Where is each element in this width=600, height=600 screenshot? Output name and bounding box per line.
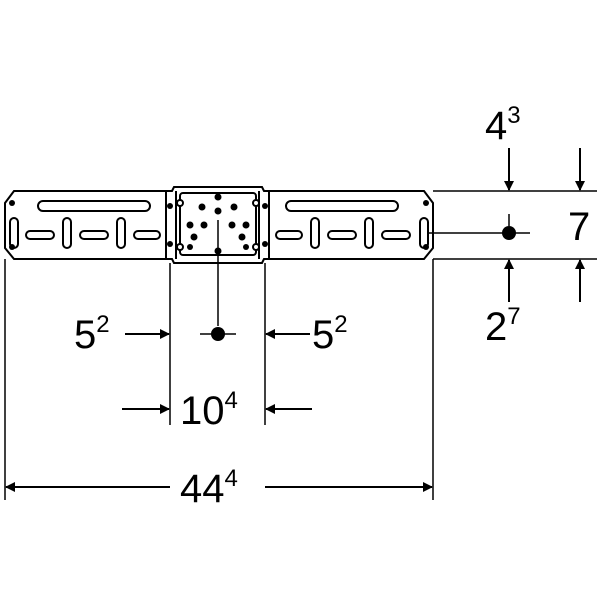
extension-lines <box>4 220 434 500</box>
left-slot-v1 <box>62 217 72 249</box>
right-slot-edge <box>419 217 429 249</box>
mounting-holes <box>9 193 429 255</box>
right-center-mark <box>502 226 516 240</box>
right-slot-v1 <box>310 217 320 249</box>
center-width-label: 104 <box>180 387 238 433</box>
overall-width-label: 444 <box>180 465 238 511</box>
hollow-holes <box>176 199 260 251</box>
mounting-plate <box>4 186 434 264</box>
right-slot-h3 <box>381 230 411 240</box>
right-spacing-label: 52 <box>312 311 348 357</box>
left-slot-v2 <box>116 217 126 249</box>
right-slot-v2 <box>364 217 374 249</box>
left-long-slot <box>37 200 151 212</box>
bottom-offset-label: 27 <box>485 303 521 349</box>
left-slot-edge <box>9 217 19 249</box>
height-label: 7 <box>568 205 590 249</box>
top-offset-label: 43 <box>485 102 521 148</box>
left-slot-h3 <box>133 230 161 240</box>
right-slot-h1 <box>275 230 303 240</box>
right-slot-h2 <box>327 230 357 240</box>
left-spacing-label: 52 <box>74 311 110 357</box>
plate-outline <box>4 186 434 264</box>
right-long-slot <box>285 200 399 212</box>
left-slot-h2 <box>79 230 109 240</box>
left-slot-h1 <box>25 230 55 240</box>
